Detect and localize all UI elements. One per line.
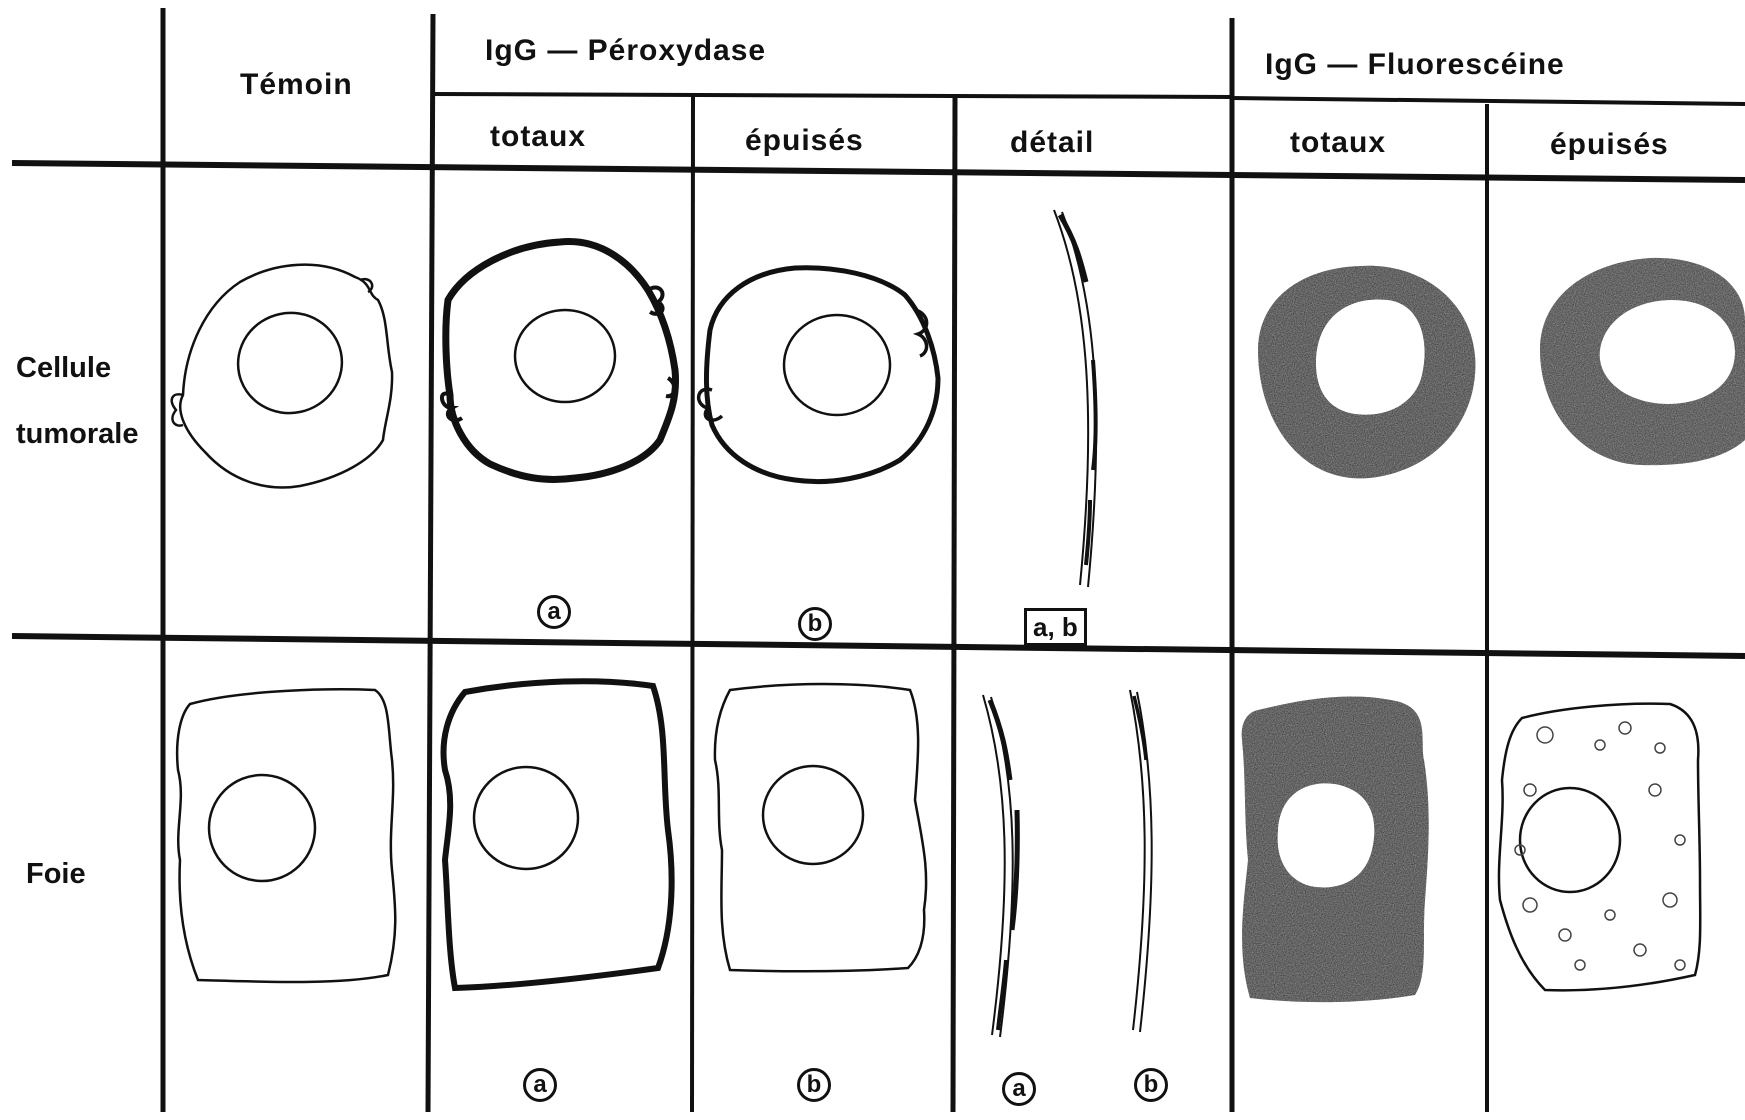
liver-cell-peroxydase-totaux — [444, 681, 672, 988]
marker-foie-detail-b: b — [1134, 1068, 1168, 1102]
tumor-cell-peroxydase-epuises — [699, 268, 938, 482]
header-peroxydase-epuises: épuisés — [745, 124, 864, 158]
tumor-membrane-detail — [1054, 210, 1096, 587]
liver-membrane-detail-a — [983, 695, 1017, 1037]
header-igg-peroxydase: IgG — Péroxydase — [485, 34, 766, 68]
tumor-cell-peroxydase-totaux — [442, 242, 676, 480]
marker-foie-totaux: a — [523, 1068, 557, 1102]
marker-foie-detail-a: a — [1002, 1072, 1036, 1106]
header-fluoresceine-epuises: épuisés — [1550, 128, 1669, 162]
row-label-tumorale: tumorale — [16, 418, 138, 451]
tumor-cell-fluoresceine-totaux — [1258, 266, 1475, 479]
row-label-cellule: Cellule — [16, 352, 111, 385]
column-divider-4 — [953, 98, 955, 1112]
header-fluoresceine-totaux: totaux — [1290, 126, 1386, 160]
liver-cell-control — [177, 689, 395, 982]
liver-cell-peroxydase-epuises — [715, 684, 926, 971]
liver-membrane-detail-b — [1130, 690, 1152, 1032]
header-peroxydase-totaux: totaux — [490, 120, 586, 154]
header-detail: détail — [1010, 126, 1094, 160]
column-divider-2 — [428, 14, 433, 1112]
marker-tumor-epuises: b — [798, 607, 832, 641]
header-temoin: Témoin — [240, 68, 353, 102]
column-divider-3 — [692, 96, 693, 1112]
row-label-foie: Foie — [26, 858, 86, 891]
liver-cell-fluoresceine-totaux — [1242, 697, 1429, 1003]
marker-tumor-totaux: a — [537, 595, 571, 629]
subheader-line-fluoresceine — [1232, 98, 1745, 104]
marker-tumor-detail: a, b — [1024, 608, 1087, 646]
header-igg-fluoresceine: IgG — Fluorescéine — [1265, 48, 1565, 82]
tumor-cell-control — [172, 265, 392, 488]
subheader-line-peroxydase — [433, 94, 1232, 97]
marker-foie-epuises: b — [797, 1068, 831, 1102]
liver-cell-fluoresceine-epuises — [1499, 704, 1700, 991]
tumor-cell-fluoresceine-epuises — [1540, 258, 1745, 465]
